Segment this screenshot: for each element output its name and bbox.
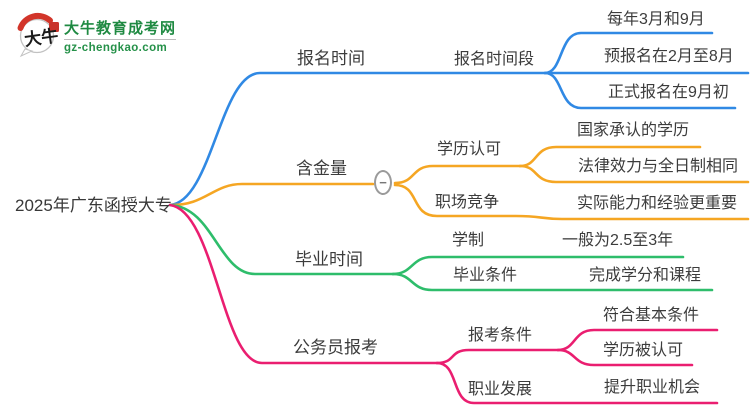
site-logo[interactable]: 大牛 大牛教育成考网 gz-chengkao.com (16, 10, 177, 58)
connector-root-civil-service (168, 203, 439, 365)
connector-root-graduation-time (168, 203, 395, 276)
leaf-usually-2-5-to-3-years[interactable]: 一般为2.5至3年 (562, 232, 674, 249)
connector-application-requirements (435, 348, 560, 365)
logo-title: 大牛教育成考网 (64, 20, 177, 37)
leaf-complete-credits-courses[interactable]: 完成学分和课程 (589, 267, 702, 284)
connector-degree-accepted (556, 348, 694, 367)
root-topic[interactable]: 2025年广东函授大专 (15, 196, 172, 215)
node-registration-period[interactable]: 报名时间段 (454, 51, 535, 68)
leaf-better-career-opportunities[interactable]: 提升职业机会 (604, 379, 701, 396)
leaf-meet-basic-requirements[interactable]: 符合基本条件 (603, 307, 700, 324)
logo-red-arc (17, 12, 53, 31)
connector-root-registration-time (168, 71, 547, 207)
node-study-duration[interactable]: 学制 (452, 232, 485, 249)
connector-workplace-competition (393, 183, 750, 221)
branch-credential-value[interactable]: 含金量 (296, 159, 347, 178)
branch-graduation-time[interactable]: 毕业时间 (295, 250, 363, 269)
logo-icon: 大牛 (17, 12, 59, 58)
collapse-button[interactable]: − (374, 170, 392, 195)
leaf-ability-experience-matter-more[interactable]: 实际能力和经验更重要 (577, 195, 738, 212)
connector-annual-march-september (543, 31, 714, 75)
branch-civil-service[interactable]: 公务员报考 (293, 338, 378, 357)
minus-icon: − (379, 175, 387, 190)
node-application-requirements[interactable]: 报考条件 (468, 327, 533, 344)
leaf-degree-accepted[interactable]: 学历被认可 (603, 342, 684, 359)
connector-career-development (435, 361, 719, 405)
node-career-development[interactable]: 职业发展 (468, 381, 533, 398)
logo-seal (49, 22, 59, 32)
leaf-state-recognized-degree[interactable]: 国家承认的学历 (577, 122, 690, 139)
branch-registration-time[interactable]: 报名时间 (297, 49, 365, 68)
leaf-official-registration-early-sep[interactable]: 正式报名在9月初 (608, 84, 729, 101)
node-graduation-requirements[interactable]: 毕业条件 (453, 267, 518, 284)
connector-degree-recognition (393, 164, 522, 185)
logo-domain: gz-chengkao.com (64, 39, 177, 54)
logo-icon-text: 大牛 (23, 25, 59, 50)
connector-official-registration (543, 71, 737, 110)
leaf-pre-registration-feb-aug[interactable]: 预报名在2月至8月 (604, 48, 734, 65)
leaf-annual-march-september[interactable]: 每年3月和9月 (607, 11, 705, 28)
connector-graduation-requirements (391, 272, 714, 292)
node-workplace-competition[interactable]: 职场竞争 (435, 194, 500, 211)
connector-same-legal-effect (518, 164, 750, 184)
connector-root-credential-value (168, 182, 375, 207)
leaf-same-legal-effect-as-fulltime[interactable]: 法律效力与全日制相同 (578, 158, 739, 175)
node-degree-recognition[interactable]: 学历认可 (437, 141, 502, 158)
